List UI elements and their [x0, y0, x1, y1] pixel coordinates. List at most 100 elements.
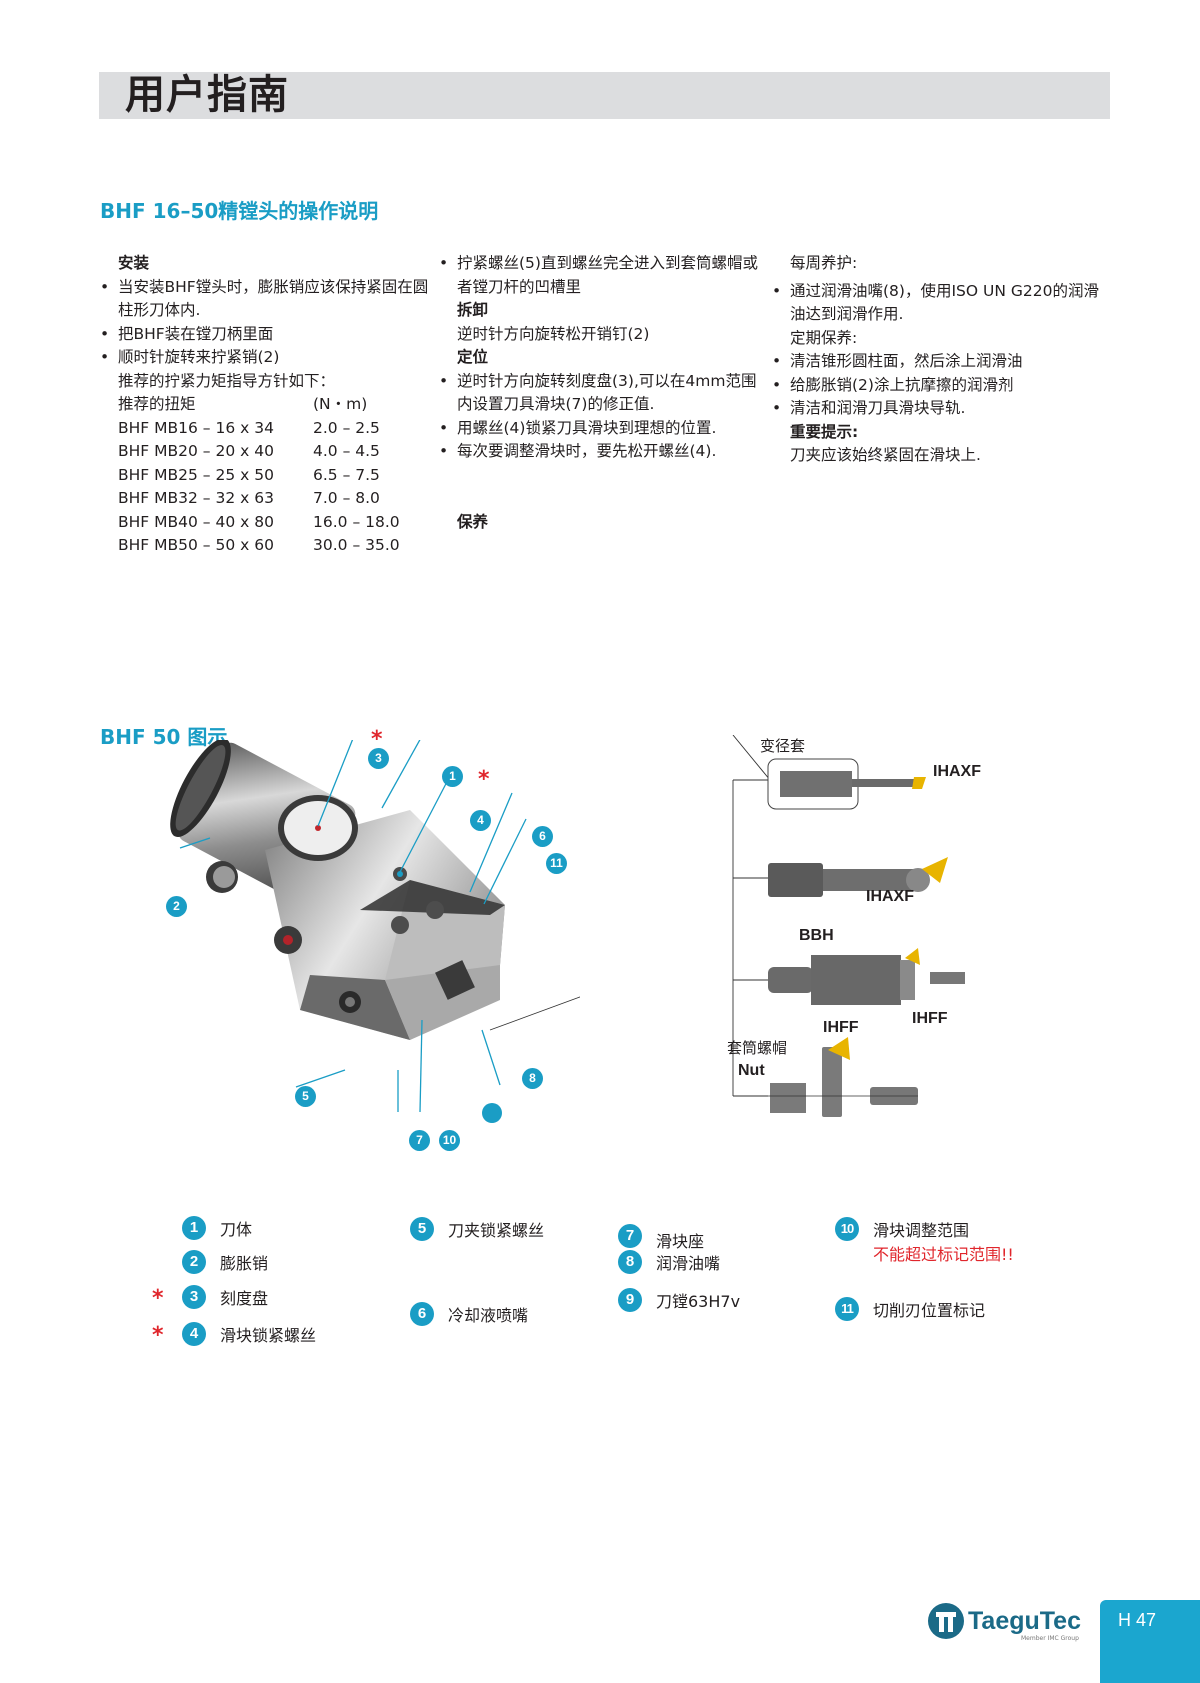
callout-4: 4 — [470, 810, 491, 831]
taegutec-logo-icon — [928, 1603, 964, 1639]
torque-table: 推荐的扭矩 (N・m) BHF MB16 – 16 x 34 2.0 – 2.5… — [100, 393, 430, 558]
callout-1: 1 — [442, 766, 463, 787]
nut-label: Nut — [738, 1062, 765, 1079]
legend-number: 5 — [410, 1217, 434, 1241]
periodic-heading: 定期保养: — [790, 328, 858, 347]
column-installation: 安装 当安装BHF镗头时，膨胀销应该保持紧固在圆柱形刀体内. 把BHF装在镗刀柄… — [100, 252, 430, 558]
taegutec-logo: TaeguTec Member IMC Group — [928, 1603, 1081, 1642]
legend-item: 11 切削刃位置标记 — [835, 1297, 985, 1321]
legend-item: 10 滑块调整范围 不能超过标记范围!! — [835, 1217, 1014, 1265]
positioning-bullet: 用螺丝(4)锁紧刀具滑块到理想的位置. — [439, 417, 759, 441]
callout-8: 8 — [522, 1068, 543, 1089]
torque-model: BHF MB50 – 50 x 60 — [118, 536, 274, 554]
removal-text: 逆时针方向旋转松开销钉(2) — [457, 324, 650, 343]
legend-label: 滑块调整范围 — [873, 1221, 970, 1240]
torque-header-unit: (N・m) — [313, 395, 368, 413]
legend-label: 刀体 — [220, 1220, 253, 1239]
legend-item: 1 刀体 — [182, 1216, 252, 1240]
periodic-bullet: 清洁锥形圆柱面，然后涂上润滑油 — [772, 350, 1102, 374]
callout-3: 3 — [368, 748, 389, 769]
legend-item: * 3 刻度盘 — [152, 1285, 268, 1311]
callout-7: 7 — [409, 1130, 430, 1151]
periodic-bullet: 给膨胀销(2)涂上抗摩擦的润滑剂 — [772, 374, 1102, 398]
periodic-bullet: 清洁和润滑刀具滑块导轨. — [772, 397, 1102, 421]
installation-heading: 安装 — [118, 254, 150, 272]
weekly-bullet: 通过润滑油嘴(8)，使用ISO UN G220的润滑油达到润滑作用. — [772, 280, 1102, 327]
column-removal-positioning: 拧紧螺丝(5)直到螺丝完全进入到套筒螺帽或者镗刀杆的凹槽里 拆卸 逆时针方向旋转… — [439, 252, 759, 534]
legend-item: 7 滑块座 — [618, 1220, 704, 1252]
important-text: 刀夹应该始终紧固在滑块上. — [790, 446, 981, 464]
legend-number: 4 — [182, 1322, 206, 1346]
positioning-bullet: 逆时针方向旋转刻度盘(3),可以在4mm范围内设置刀具滑块(7)的修正值. — [439, 370, 759, 417]
star-marker: * — [478, 767, 490, 792]
legend-number: 2 — [182, 1250, 206, 1274]
legend-label: 刀镗63H7v — [656, 1292, 741, 1311]
ihaxf-label-2: IHAXF — [866, 888, 914, 905]
callout-6: 6 — [532, 826, 553, 847]
section-title-operation: BHF 16–50精镗头的操作说明 — [100, 199, 379, 223]
installation-bullet: 顺时针旋转来拧紧销(2) — [100, 346, 430, 370]
torque-value: 30.0 – 35.0 — [313, 536, 400, 554]
legend-number: 10 — [835, 1217, 859, 1241]
legend-item: 9 刀镗63H7v — [618, 1288, 740, 1312]
torque-value: 16.0 – 18.0 — [313, 512, 400, 531]
legend-label: 滑块座 — [656, 1232, 705, 1251]
page-number: H 47 — [1118, 1610, 1157, 1630]
torque-note: 推荐的拧紧力矩指导方针如下： — [118, 371, 336, 390]
torque-model: BHF MB25 – 25 x 50 — [118, 465, 274, 484]
legend-label: 冷却液喷嘴 — [448, 1306, 529, 1325]
important-heading: 重要提示: — [790, 422, 859, 441]
page-number-tab: H 47 — [1100, 1600, 1200, 1683]
positioning-heading: 定位 — [457, 348, 489, 366]
legend-item: * 4 滑块锁紧螺丝 — [152, 1322, 317, 1348]
removal-heading: 拆卸 — [457, 301, 489, 319]
legend-label: 润滑油嘴 — [656, 1254, 721, 1273]
legend-label: 滑块锁紧螺丝 — [220, 1326, 317, 1345]
title-bar: 用户指南 — [99, 72, 1110, 119]
tool-assemblies-diagram: 变径套 IHAXF IHAXF BBH IHFF IHFF 套筒螺帽 Nut — [700, 734, 1020, 1135]
positioning-bullet: 每次要调整滑块时，要先松开螺丝(4). — [439, 440, 759, 464]
callout-5: 5 — [295, 1086, 316, 1107]
torque-value: 4.0 – 4.5 — [313, 442, 380, 460]
section-title-diagram: BHF 50 图示 — [100, 725, 228, 749]
weekly-heading: 每周养护: — [790, 254, 858, 272]
installation-bullet: 当安装BHF镗头时，膨胀销应该保持紧固在圆柱形刀体内. — [100, 276, 430, 323]
torque-model: BHF MB20 – 20 x 40 — [118, 442, 274, 460]
nut-cn-label: 套筒螺帽 — [727, 1040, 788, 1057]
torque-value: 2.0 – 2.5 — [313, 418, 380, 437]
callout-11: 11 — [546, 853, 567, 874]
legend-item: 8 润滑油嘴 — [618, 1250, 720, 1274]
star-marker: * — [152, 1286, 164, 1311]
torque-model: BHF MB32 – 32 x 63 — [118, 489, 274, 507]
legend-label: 刀夹锁紧螺丝 — [448, 1221, 545, 1240]
legend-item: 5 刀夹锁紧螺丝 — [410, 1217, 544, 1241]
ihff-label-1: IHFF — [912, 1010, 948, 1027]
legend-number: 3 — [182, 1285, 206, 1309]
legend-label: 膨胀销 — [220, 1254, 269, 1273]
boring-head-illustration: * 3 1 * 4 6 11 2 5 8 7 10 — [160, 729, 709, 1160]
page-title: 用户指南 — [125, 72, 289, 118]
legend-warning: 不能超过标记范围!! — [873, 1245, 1014, 1264]
legend-item: 6 冷却液喷嘴 — [410, 1302, 528, 1326]
maintenance-heading: 保养 — [457, 512, 489, 531]
boring-head-image — [170, 735, 709, 1123]
callout-10: 10 — [439, 1130, 460, 1151]
legend-item: 2 膨胀销 — [182, 1250, 268, 1274]
legend-number: 7 — [618, 1224, 642, 1248]
legend-number: 6 — [410, 1302, 434, 1326]
tool-assemblies-image — [732, 734, 965, 1117]
legend-number: 1 — [182, 1216, 206, 1240]
tighten-bullet: 拧紧螺丝(5)直到螺丝完全进入到套筒螺帽或者镗刀杆的凹槽里 — [439, 252, 759, 299]
torque-model: BHF MB16 – 16 x 34 — [118, 418, 274, 437]
legend-label: 切削刃位置标记 — [873, 1301, 986, 1320]
torque-value: 6.5 – 7.5 — [313, 465, 380, 484]
legend-label-group: 滑块调整范围 不能超过标记范围!! — [873, 1217, 1014, 1265]
torque-model: BHF MB40 – 40 x 80 — [118, 512, 274, 531]
star-marker: * — [371, 727, 383, 752]
installation-bullet: 把BHF装在镗刀柄里面 — [100, 323, 430, 347]
legend-number: 9 — [618, 1288, 642, 1312]
column-maintenance: 每周养护: 通过润滑油嘴(8)，使用ISO UN G220的润滑油达到润滑作用.… — [772, 252, 1102, 468]
ihff-label-2: IHFF — [823, 1019, 859, 1036]
brand-name: TaeguTec — [968, 1607, 1081, 1635]
bbh-label: BBH — [799, 927, 834, 944]
